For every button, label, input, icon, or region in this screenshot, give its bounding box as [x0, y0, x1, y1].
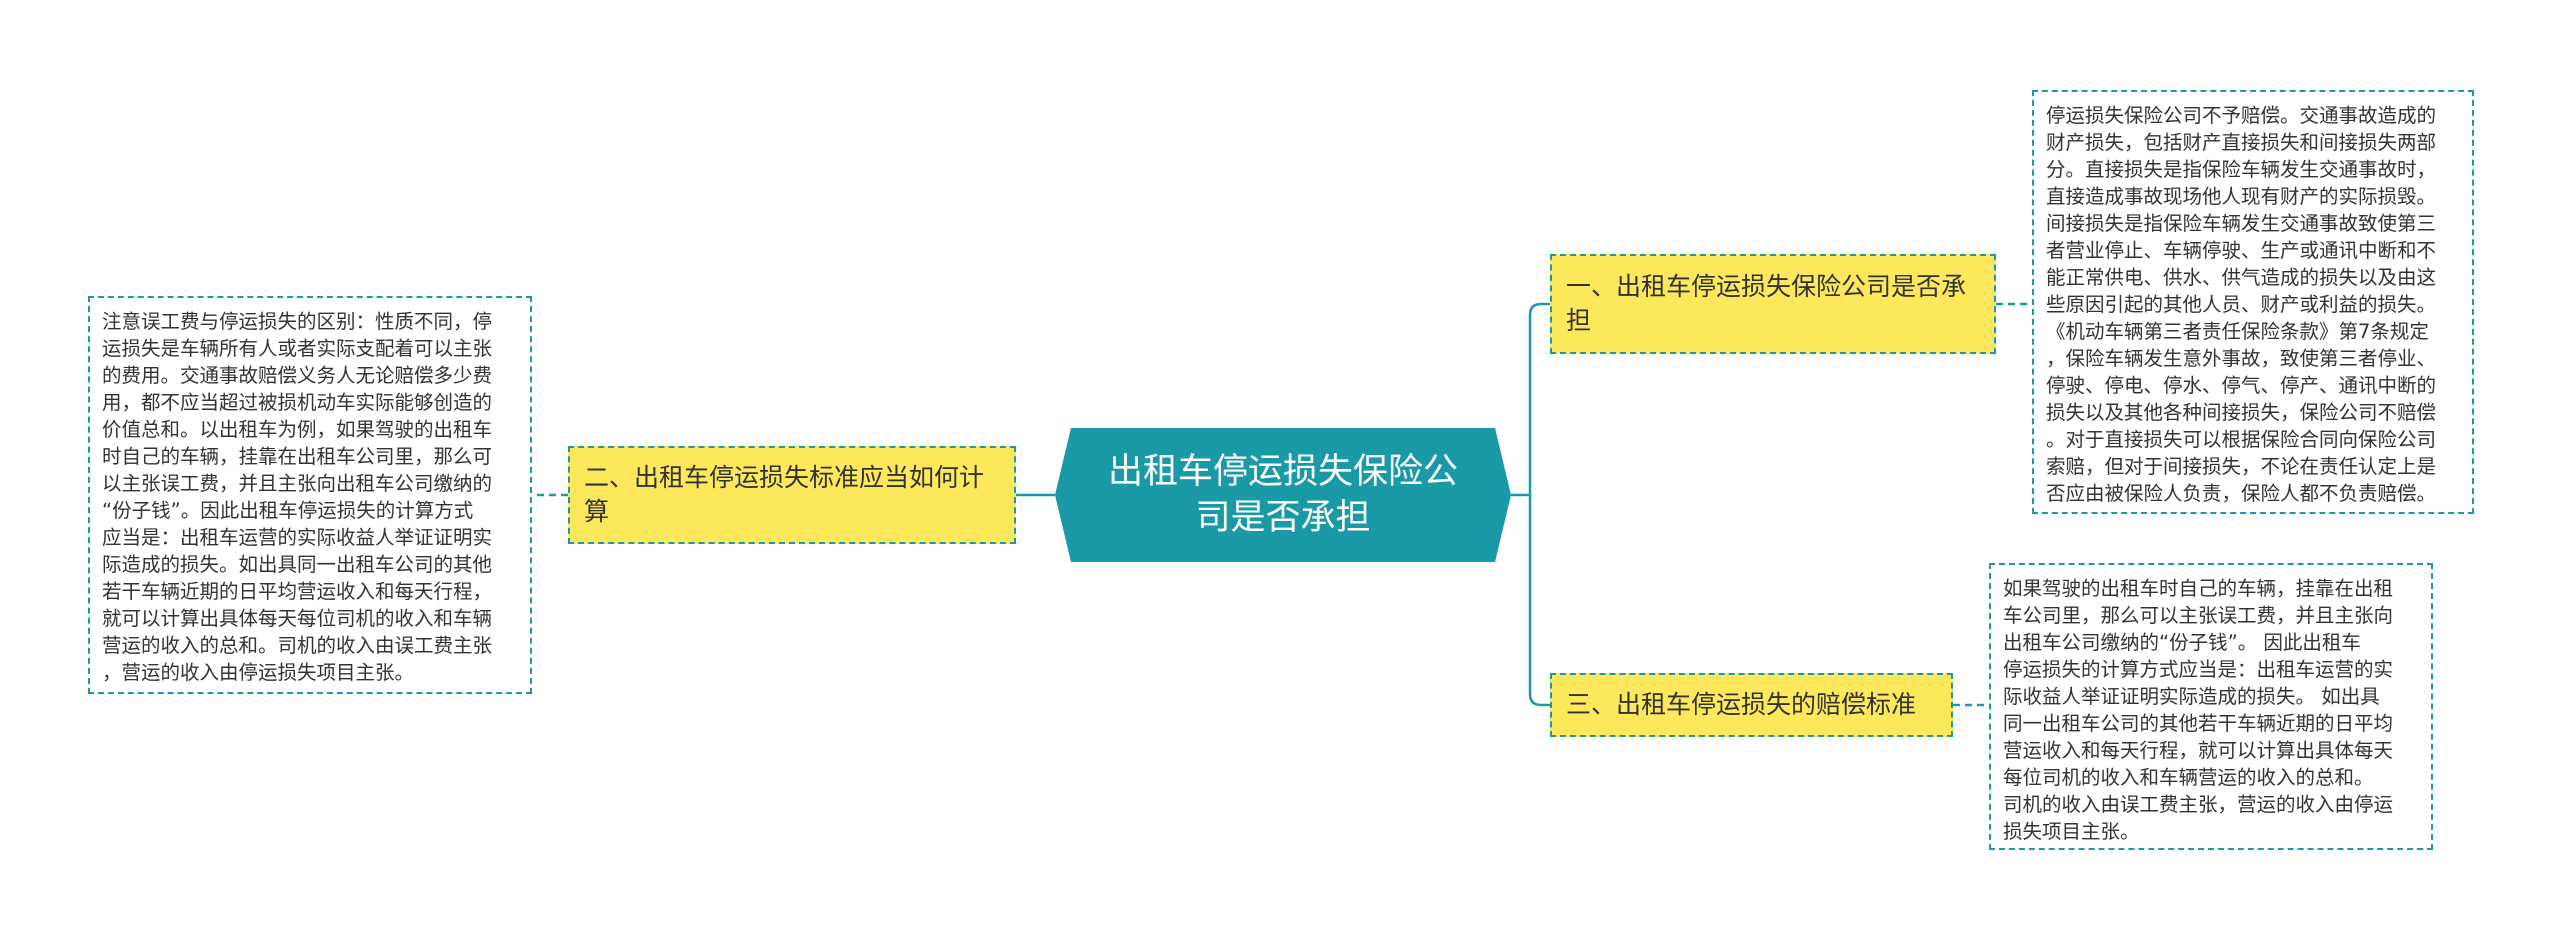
- detail-note-insurance-liability: 停运损失保险公司不予赔偿。交通事故造成的 财产损失，包括财产直接损失和间接损失两…: [2032, 90, 2474, 514]
- link-center-topic1: [1511, 302, 1550, 497]
- topic-compensation-standard[interactable]: 三、出租车停运损失的赔偿标准: [1550, 673, 1953, 737]
- topic-label: 二、出租车停运损失标准应当如何计算: [584, 463, 985, 526]
- topic-label: 一、出租车停运损失保险公司是否承担: [1566, 272, 1967, 335]
- topic-label: 三、出租车停运损失的赔偿标准: [1566, 690, 1917, 719]
- central-topic[interactable]: 出租车停运损失保险公司是否承担: [1055, 428, 1511, 562]
- topic-insurance-liability[interactable]: 一、出租车停运损失保险公司是否承担: [1550, 254, 1996, 354]
- central-topic-label: 出租车停运损失保险公司是否承担: [1107, 452, 1458, 538]
- topic-loss-calculation[interactable]: 二、出租车停运损失标准应当如何计算: [568, 446, 1016, 544]
- detail-note-loss-calculation: 注意误工费与停运损失的区别：性质不同，停 运损失是车辆所有人或者实际支配着可以主…: [88, 296, 532, 694]
- detail-note-compensation-standard: 如果驾驶的出租车时自己的车辆，挂靠在出租 车公司里，那么可以主张误工费，并且主张…: [1989, 563, 2433, 850]
- link-center-topic3: [1528, 495, 1550, 707]
